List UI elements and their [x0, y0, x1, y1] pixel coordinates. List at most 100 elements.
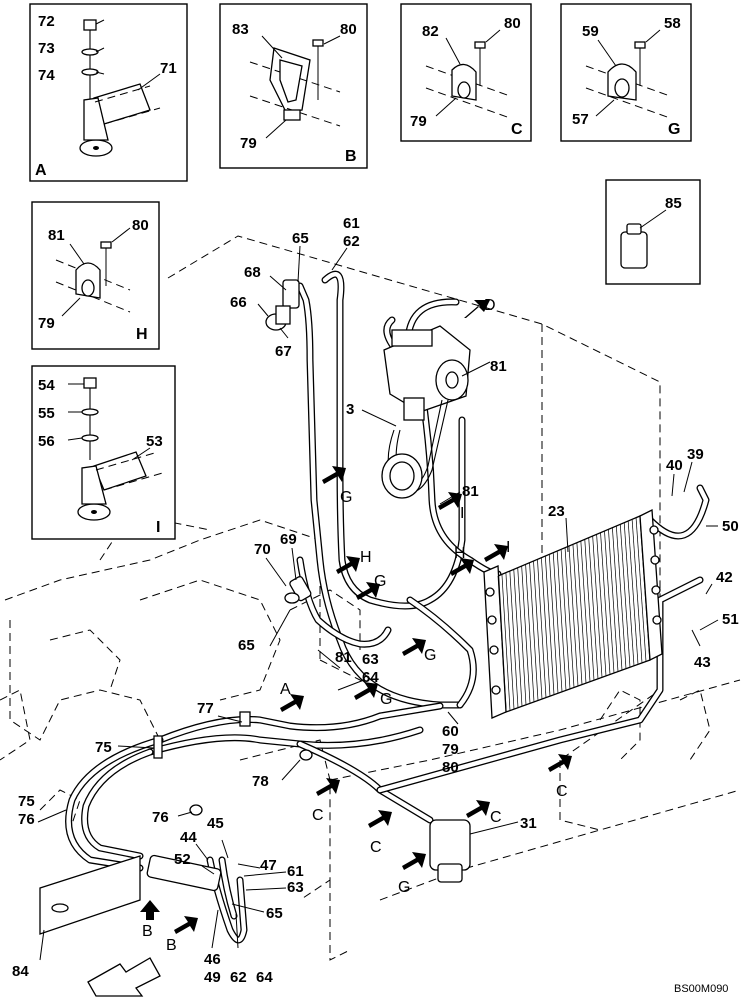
- compressor: [381, 325, 471, 499]
- direction-letter: G: [340, 489, 352, 506]
- arrow-H-2: [450, 558, 474, 576]
- arrow-B-1: [140, 900, 160, 920]
- part-label: 79: [442, 741, 459, 758]
- part-label: 62: [230, 969, 247, 986]
- part-label: 62: [343, 233, 360, 250]
- direction-arrows: [140, 300, 572, 934]
- part-label: 63: [287, 879, 304, 896]
- inset-A: 72 73 74 71 A: [29, 3, 188, 182]
- direction-letter: C: [490, 809, 502, 826]
- direction-letter: C: [556, 783, 568, 800]
- part-label: 69: [280, 531, 297, 548]
- arrow-G-3: [402, 638, 426, 656]
- part-label: 77: [197, 700, 214, 717]
- condenser-fin: [548, 554, 559, 694]
- inset-G: 59 58 57 G: [560, 3, 692, 142]
- part-label: 65: [238, 637, 255, 654]
- direction-letter: C: [312, 807, 324, 824]
- inset-A-label-71: 71: [160, 60, 177, 77]
- part-label: 65: [266, 905, 283, 922]
- condenser-fin: [568, 545, 579, 687]
- condenser-fin: [623, 522, 635, 666]
- inset-H-letter: H: [136, 326, 148, 343]
- condenser-fin: [517, 567, 527, 705]
- condenser-fin: [556, 550, 567, 691]
- condenser-fittings: [485, 525, 662, 695]
- condenser-fin: [635, 517, 647, 662]
- condenser-fin: [639, 515, 651, 661]
- fittings-and-brackets: [39, 279, 471, 997]
- direction-letter: A: [280, 681, 291, 698]
- condenser-fin: [525, 564, 535, 702]
- part-label: 64: [362, 669, 379, 686]
- condenser-fin: [552, 552, 563, 692]
- condenser-fin: [596, 534, 607, 676]
- part-label: 84: [12, 963, 29, 980]
- condenser-fins: [497, 515, 651, 713]
- condenser-fin: [580, 540, 591, 682]
- part-label: 31: [520, 815, 537, 832]
- direction-letter: C: [370, 839, 382, 856]
- hose-lines: [65, 270, 710, 944]
- condenser-fin: [627, 520, 639, 665]
- inset-A-label-72: 72: [38, 13, 55, 30]
- part-label: 63: [362, 651, 379, 668]
- part-label: 67: [275, 343, 292, 360]
- condenser-fin: [631, 519, 643, 663]
- part-label: 81: [490, 358, 507, 375]
- condenser-fin: [560, 549, 571, 689]
- inset-G-letter: G: [668, 121, 680, 138]
- condenser: [483, 508, 663, 719]
- direction-letter: G: [374, 573, 386, 590]
- arrow-C-3: [466, 800, 490, 818]
- direction-letter: I: [506, 539, 510, 556]
- part-label: 66: [230, 294, 247, 311]
- drawing-code: BS00M090: [674, 983, 728, 995]
- part-label: 51: [722, 611, 739, 628]
- direction-letter: G: [424, 647, 436, 664]
- direction-letters: D G I I H G H G G A C C C C G B B: [142, 297, 568, 954]
- part-label: 80: [442, 759, 459, 776]
- arrow-H-1: [336, 556, 360, 574]
- condenser-fin: [564, 547, 575, 688]
- leader-lines: [37, 245, 719, 961]
- arrow-C-2: [368, 810, 392, 828]
- condenser-fin: [600, 532, 611, 675]
- condenser-fin: [505, 572, 515, 710]
- inset-B-label-79: 79: [240, 135, 257, 152]
- inset-C-label-79: 79: [410, 113, 427, 130]
- direction-letter: G: [380, 691, 392, 708]
- part-label: 44: [180, 829, 197, 846]
- inset-I-label-53: 53: [146, 433, 163, 450]
- direction-letter: I: [460, 505, 464, 522]
- inset-I-label-56: 56: [38, 433, 55, 450]
- inset-H-label-79: 79: [38, 315, 55, 332]
- inset-I-label-54: 54: [38, 377, 55, 394]
- inset-A-letter: A: [35, 162, 47, 179]
- part-label: 68: [244, 264, 261, 281]
- part-label: 81: [462, 483, 479, 500]
- condenser-fin: [588, 537, 599, 679]
- inset-85: 85: [605, 179, 701, 285]
- condenser-fin: [608, 529, 619, 672]
- part-label: 64: [256, 969, 273, 986]
- part-label: 76: [18, 811, 35, 828]
- condenser-fin: [501, 574, 511, 711]
- condenser-fin: [521, 565, 531, 704]
- inset-B-label-80: 80: [340, 21, 357, 38]
- inset-I-letter: I: [156, 519, 160, 536]
- part-label: 39: [687, 446, 704, 463]
- part-label: 45: [207, 815, 224, 832]
- inset-G-label-59: 59: [582, 23, 599, 40]
- arrow-C-4: [548, 754, 572, 772]
- arrow-A: [280, 694, 304, 712]
- part-label: 60: [442, 723, 459, 740]
- inset-G-label-57: 57: [572, 111, 589, 128]
- arrow-G-1: [322, 466, 346, 484]
- direction-letter: H: [360, 549, 372, 566]
- condenser-fin: [509, 570, 519, 708]
- part-label: 50: [722, 518, 739, 535]
- direction-letter: B: [166, 937, 177, 954]
- inset-A-label-73: 73: [38, 40, 55, 57]
- direction-letter: D: [484, 297, 496, 314]
